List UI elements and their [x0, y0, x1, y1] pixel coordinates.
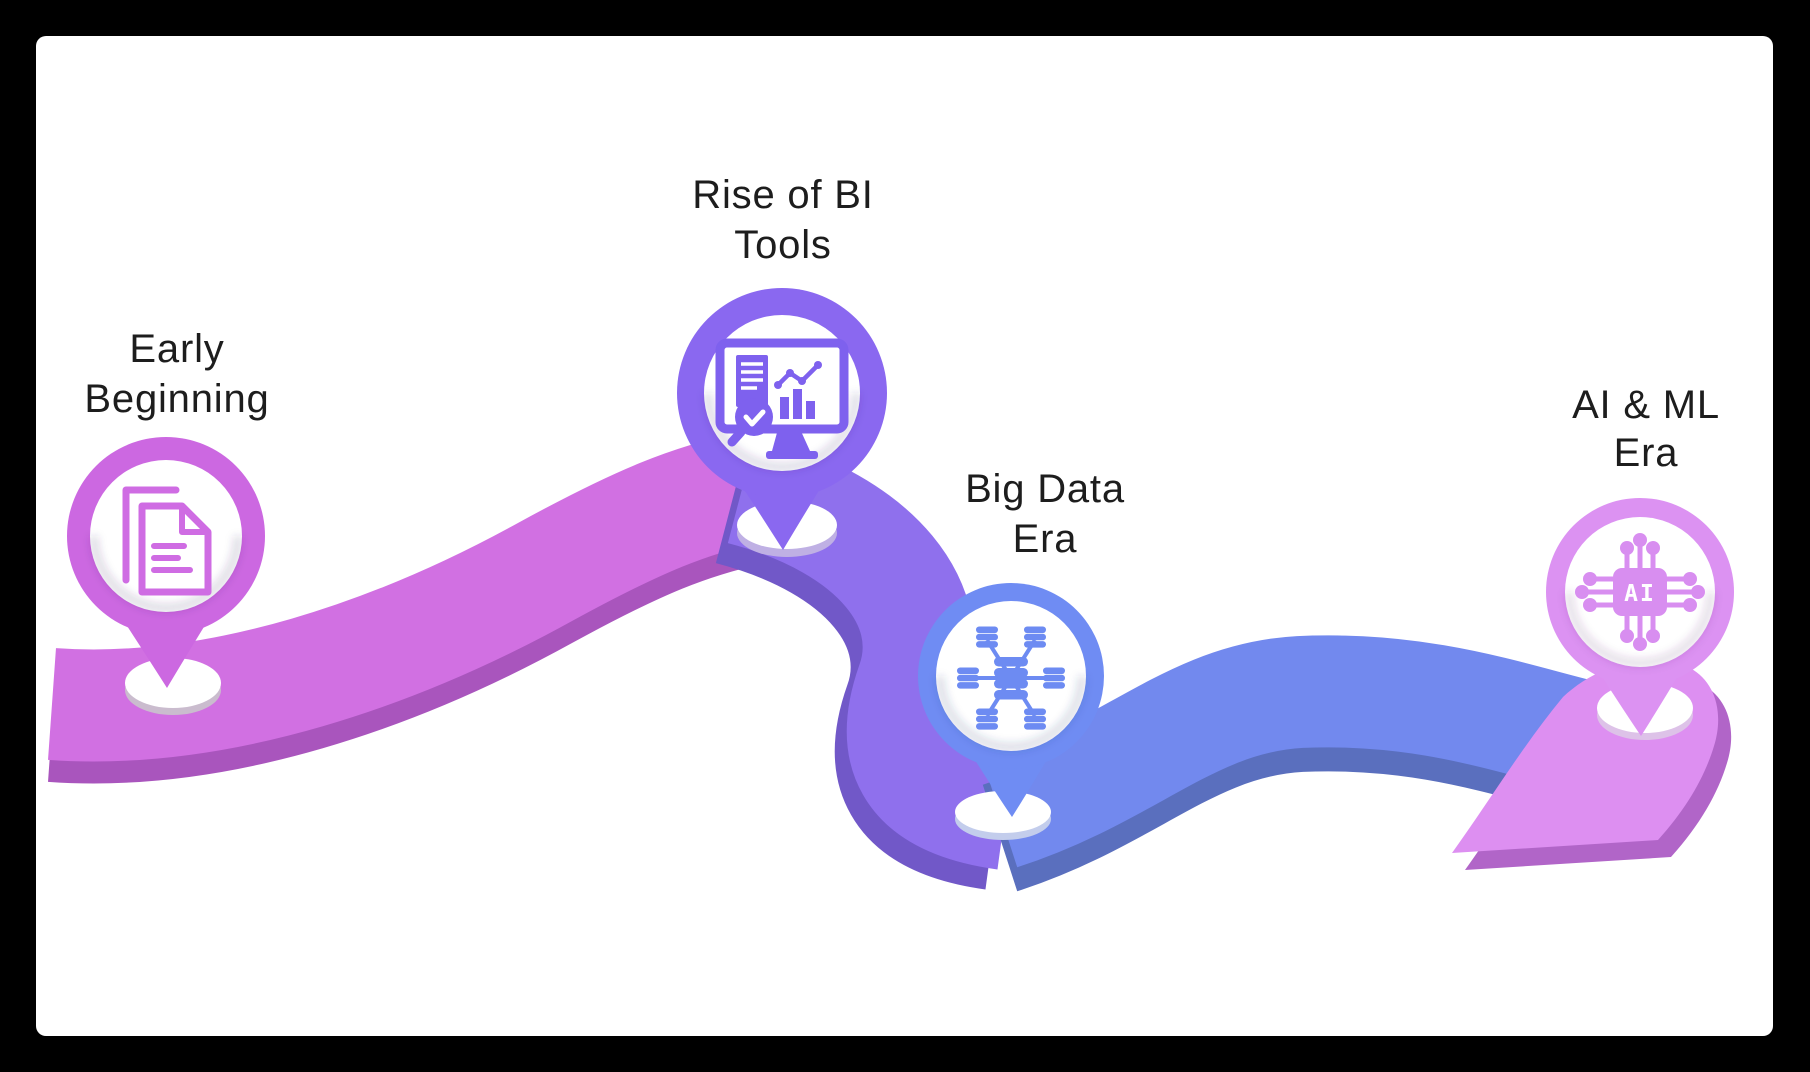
magnifier-handle	[727, 427, 746, 447]
platform-ellipse	[125, 658, 221, 708]
document-text-lines	[151, 543, 193, 573]
node-label-line1: Early	[129, 327, 224, 371]
trend-point	[814, 361, 822, 369]
bar	[780, 397, 789, 419]
document-back-page	[122, 486, 180, 584]
big-data-network-icon	[957, 626, 1065, 730]
node-label-line2: Beginning	[84, 377, 269, 421]
node-label-line2: Era	[1614, 431, 1679, 475]
pin-face-shading	[1564, 591, 1716, 668]
pin-face-shading	[935, 675, 1087, 752]
node-ai-ml-era: AI AI & ML Era	[1546, 383, 1734, 740]
node-label-line1: AI & ML	[1572, 383, 1720, 427]
database-node	[976, 626, 998, 648]
document-icon	[122, 486, 212, 596]
bar	[793, 389, 802, 419]
chip-body	[1613, 568, 1667, 616]
trend-point	[798, 377, 806, 385]
trend-line	[776, 363, 820, 387]
pin-face-shading	[89, 535, 243, 613]
chip-trace-dots	[1575, 533, 1705, 651]
platform-ellipse	[955, 791, 1051, 833]
node-label-line2: Tools	[734, 223, 831, 267]
bar	[806, 401, 815, 419]
chip-traces	[1585, 543, 1695, 641]
monitor-base	[766, 451, 818, 459]
document-folded-corner	[179, 503, 211, 535]
checkmark	[743, 409, 766, 427]
database-node	[1043, 667, 1065, 689]
bi-dashboard-icon	[715, 338, 849, 459]
node-label-line1: Rise of BI	[692, 173, 873, 217]
database-node	[957, 667, 979, 689]
database-node	[1024, 626, 1046, 648]
monitor-stand	[772, 429, 810, 451]
chip-label: AI	[1624, 581, 1656, 607]
database-node	[976, 708, 998, 730]
node-rise-of-bi-tools: Rise of BI Tools	[677, 173, 887, 557]
node-label-line1: Big Data	[965, 467, 1125, 511]
node-big-data-era: Big Data Era	[918, 467, 1125, 840]
magnifier-glass	[735, 398, 773, 436]
pin-face-shading	[703, 392, 861, 472]
database-node	[1024, 708, 1046, 730]
trend-point	[786, 369, 794, 377]
central-database	[994, 657, 1028, 700]
trend-point	[774, 381, 782, 389]
report-text-lines	[741, 362, 763, 390]
node-early-beginning: Early Beginning	[67, 327, 269, 715]
road-segment-2	[726, 434, 1015, 870]
node-label-line2: Era	[1013, 517, 1078, 561]
road-segment-3	[982, 635, 1613, 868]
ai-chip-icon: AI	[1575, 533, 1705, 651]
